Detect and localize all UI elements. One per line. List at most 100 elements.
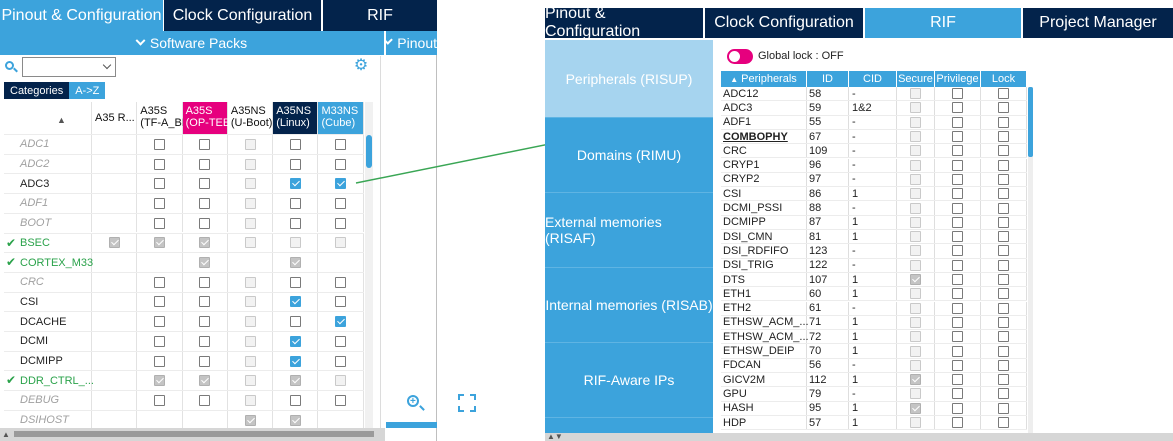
column-header[interactable]: A35 R... [92,102,138,134]
privilege-checkbox[interactable] [952,259,963,271]
privilege-checkbox[interactable] [952,331,963,343]
privilege-checkbox[interactable] [952,245,963,257]
lock-header[interactable]: Lock [981,71,1027,87]
context-checkbox[interactable] [153,316,165,328]
tab-pinout-configuration[interactable]: Pinout & Configuration [545,5,703,40]
context-checkbox[interactable] [153,276,165,288]
peripheral-name[interactable]: ADC3 [4,174,92,194]
table-row[interactable]: CRC [4,271,364,292]
table-row[interactable]: DCACHE [4,311,364,331]
privilege-checkbox[interactable] [952,131,963,143]
context-checkbox[interactable] [153,197,165,209]
peripheral-name[interactable]: ADC1 [4,135,92,154]
context-checkbox[interactable] [289,138,301,150]
peripheral-name[interactable]: BOOT [4,213,92,233]
tab-clock-configuration[interactable]: Clock Configuration [164,0,321,31]
table-row[interactable]: ADC3 [4,173,364,194]
lock-checkbox[interactable] [998,331,1009,343]
sidebar-item-external-memories[interactable]: External memories (RISAF) [545,193,713,268]
context-checkbox[interactable] [289,217,301,229]
horizontal-scrollbar[interactable]: ▲ [0,428,385,441]
peripheral-name[interactable]: ADF1 [4,194,92,213]
peripheral-name[interactable]: DSIHOST [4,410,92,428]
vertical-scrollbar[interactable] [365,102,373,428]
lock-checkbox[interactable] [998,88,1009,100]
context-checkbox[interactable] [335,217,347,229]
context-checkbox[interactable] [199,178,211,190]
peripheral-name[interactable]: DCMI [4,332,92,351]
lock-checkbox[interactable] [998,245,1009,257]
context-checkbox[interactable] [335,296,347,308]
privilege-checkbox[interactable] [952,288,963,300]
privilege-checkbox[interactable] [952,145,963,157]
context-checkbox[interactable] [199,197,211,209]
privilege-checkbox[interactable] [952,216,963,228]
context-checkbox[interactable] [335,158,347,170]
privilege-checkbox[interactable] [952,231,963,243]
lock-checkbox[interactable] [998,188,1009,200]
context-checkbox[interactable] [199,355,211,367]
context-checkbox[interactable] [335,335,347,347]
context-checkbox[interactable] [289,178,301,190]
column-header[interactable]: A35NS(U-Boot) [228,102,274,134]
lock-checkbox[interactable] [998,145,1009,157]
sidebar-item-rif-aware-ips[interactable]: RIF-Aware IPs [545,343,713,418]
sidebar-item-internal-memories[interactable]: Internal memories (RISAB) [545,268,713,343]
privilege-checkbox[interactable] [952,417,963,429]
privilege-checkbox[interactable] [952,359,963,371]
software-packs-menu[interactable]: Software Packs [0,31,384,55]
privilege-checkbox[interactable] [952,316,963,328]
lock-checkbox[interactable] [998,159,1009,171]
context-checkbox[interactable] [153,296,165,308]
context-checkbox[interactable] [199,276,211,288]
table-row[interactable]: ✔DDR_CTRL_... [4,370,364,391]
categories-button[interactable]: Categories [4,82,70,99]
peripheral-name[interactable]: DEBUG [4,391,92,410]
table-row[interactable]: BOOT [4,212,364,233]
context-checkbox[interactable] [289,394,301,406]
context-checkbox[interactable] [199,316,211,328]
privilege-checkbox[interactable] [952,116,963,128]
tab-clock-configuration[interactable]: Clock Configuration [705,8,863,38]
context-checkbox[interactable] [153,394,165,406]
gear-icon[interactable]: ⚙ [353,57,369,74]
sidebar-item-peripherals[interactable]: Peripherals (RISUP) [545,40,713,118]
global-lock-toggle[interactable] [727,49,753,64]
pinout-menu[interactable]: Pinout [384,31,437,55]
table-row[interactable]: DCMIPP [4,350,364,371]
peripheral-name[interactable]: CRC [4,272,92,292]
a-z-button[interactable]: A->Z [69,82,106,99]
privilege-checkbox[interactable] [952,202,963,214]
lock-checkbox[interactable] [998,388,1009,400]
id-header[interactable]: ID [807,71,849,87]
table-row[interactable]: CSI [4,291,364,312]
search-icon[interactable] [2,58,20,76]
lock-checkbox[interactable] [998,173,1009,185]
context-checkbox[interactable] [199,138,211,150]
context-checkbox[interactable] [289,355,301,367]
lock-checkbox[interactable] [998,402,1009,414]
peripherals-header[interactable]: ▲Peripherals [721,71,807,87]
tab-project-manager[interactable]: Project Manager [1023,8,1173,38]
privilege-checkbox[interactable] [952,402,963,414]
column-header[interactable]: A35S(TF-A_BL [137,102,188,134]
peripheral-name[interactable]: ✔DDR_CTRL_... [4,371,94,391]
context-checkbox[interactable] [335,394,347,406]
context-checkbox[interactable] [153,158,165,170]
context-checkbox[interactable] [153,335,165,347]
zoom-in-icon[interactable]: + [405,393,425,413]
column-header[interactable]: M33NS(Cube) [318,102,364,134]
table-row[interactable]: ✔CORTEX_M33 [4,252,364,272]
privilege-checkbox[interactable] [952,388,963,400]
